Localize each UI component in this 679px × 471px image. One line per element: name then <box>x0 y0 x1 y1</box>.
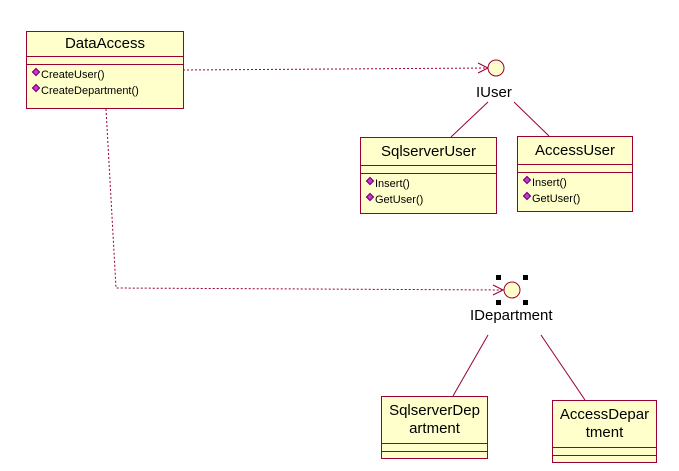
dependency-dataaccess-iuser[interactable] <box>182 67 489 71</box>
class-name-line-2: artment <box>409 420 460 437</box>
realization-sqlserveruser-iuser[interactable] <box>450 101 489 138</box>
class-name-line-1: AccessDepar <box>559 406 650 423</box>
operation-diamond-icon <box>31 67 41 77</box>
attributes-compartment <box>518 165 632 173</box>
operation-diamond-icon <box>365 176 375 186</box>
operation-diamond-icon <box>365 192 375 202</box>
operation-insert[interactable]: Insert() <box>365 176 496 192</box>
iuser-label: IUser <box>476 84 512 101</box>
idepartment-label: IDepartment <box>470 307 553 324</box>
operation-diamond-icon <box>31 83 41 93</box>
attributes-compartment <box>553 448 656 456</box>
class-accessuser[interactable]: AccessUser Insert() GetUser() <box>517 136 633 212</box>
class-sqlserveruser[interactable]: SqlserverUser Insert() GetUser() <box>360 137 497 214</box>
selection-handle-bottom-left[interactable] <box>496 300 501 305</box>
class-accessdepartment[interactable]: AccessDepar tment <box>552 400 657 463</box>
class-name: SqlserverUser <box>361 138 496 166</box>
class-name: AccessDepar tment <box>553 401 656 448</box>
operation-insert[interactable]: Insert() <box>522 175 632 191</box>
attributes-compartment <box>382 444 487 452</box>
attributes-compartment <box>27 57 183 65</box>
class-name: DataAccess <box>27 32 183 57</box>
operation-diamond-icon <box>522 191 532 201</box>
selection-handle-bottom-right[interactable] <box>523 300 528 305</box>
class-name: SqlserverDep artment <box>382 397 487 444</box>
operation-diamond-icon <box>522 175 532 185</box>
operation-createuser[interactable]: CreateUser() <box>31 67 183 83</box>
realization-accessuser-iuser[interactable] <box>513 101 550 137</box>
idepartment-interface-icon[interactable] <box>503 281 521 299</box>
operation-getuser[interactable]: GetUser() <box>522 191 632 207</box>
realization-accessdepartment-idepartment[interactable] <box>540 334 586 401</box>
iuser-interface-icon[interactable] <box>487 59 505 77</box>
class-name: AccessUser <box>518 137 632 165</box>
class-sqlserverdepartment[interactable]: SqlserverDep artment <box>381 396 488 459</box>
selection-handle-top-left[interactable] <box>496 275 501 280</box>
selection-handle-top-right[interactable] <box>523 275 528 280</box>
arrowhead-idepartment <box>492 284 505 296</box>
operation-createdepartment[interactable]: CreateDepartment() <box>31 83 183 99</box>
class-name-line-1: SqlserverDep <box>389 402 480 419</box>
realization-sqlserverdepartment-idepartment[interactable] <box>452 334 489 397</box>
dependency-dataaccess-idepartment[interactable] <box>105 108 504 291</box>
operations-compartment: Insert() GetUser() <box>518 173 632 207</box>
class-name-line-2: tment <box>585 424 624 441</box>
operations-compartment: CreateUser() CreateDepartment() <box>27 65 183 99</box>
attributes-compartment <box>361 166 496 174</box>
operation-getuser[interactable]: GetUser() <box>365 192 496 208</box>
operations-compartment: Insert() GetUser() <box>361 174 496 208</box>
class-dataaccess[interactable]: DataAccess CreateUser() CreateDepartment… <box>26 31 184 109</box>
